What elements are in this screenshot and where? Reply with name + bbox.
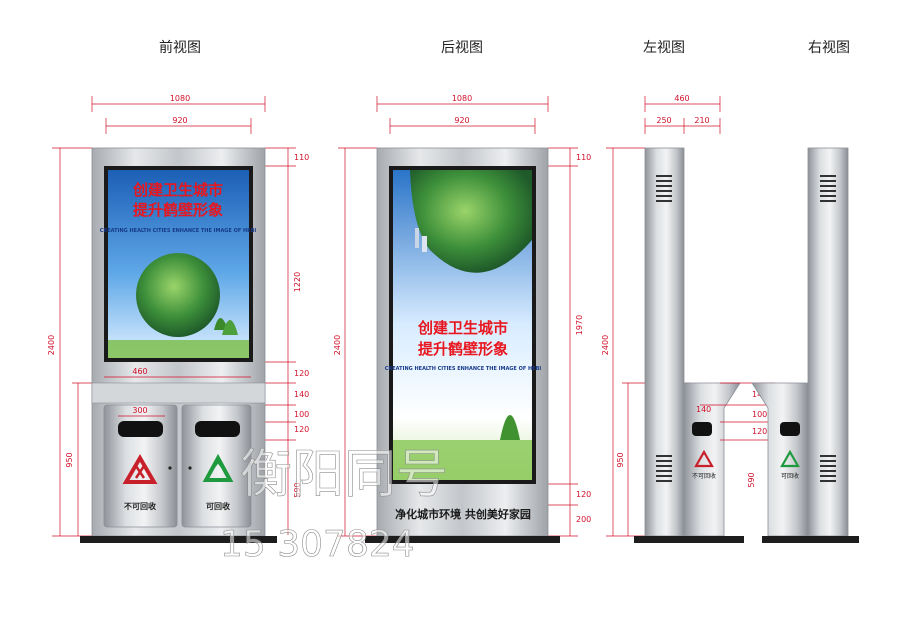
left-non-recyclable-label: 不可回收 bbox=[692, 472, 716, 480]
side-lower: 590 bbox=[747, 472, 756, 487]
front-bin-height: 950 bbox=[65, 452, 74, 467]
front-gap-120b: 120 bbox=[294, 425, 309, 434]
front-poster-headline-1: 创建卫生城市 bbox=[132, 181, 223, 199]
front-poster-globe bbox=[136, 253, 220, 337]
left-view-title: 左视图 bbox=[643, 40, 685, 56]
left-non-recyclable-icon bbox=[694, 449, 714, 468]
side-width-b: 210 bbox=[694, 116, 709, 125]
right-bin-slot bbox=[780, 422, 800, 436]
front-non-recyclable-label: 不可回收 bbox=[124, 501, 156, 511]
left-view: 460 250 210 2400 950 不可回收 bbox=[601, 94, 775, 543]
back-gap-120: 120 bbox=[576, 490, 591, 499]
back-height-total: 2400 bbox=[333, 335, 342, 355]
watermark-number: 15 307824 bbox=[220, 524, 415, 565]
back-slogan: 净化城市环境 共创美好家园 bbox=[395, 507, 531, 521]
front-view-title: 前视图 bbox=[159, 39, 201, 56]
front-slot-right bbox=[195, 421, 240, 437]
back-top-gap: 110 bbox=[576, 153, 591, 162]
side-width-total: 460 bbox=[674, 94, 689, 103]
front-recyclable-label: 可回收 bbox=[206, 501, 230, 511]
back-view-title: 后视图 bbox=[441, 40, 483, 56]
front-view: 1080 920 2400 950 110 1220 120 140 100 1… bbox=[47, 94, 309, 543]
recyclable-icon bbox=[202, 453, 234, 482]
back-base bbox=[365, 536, 560, 543]
side-gap-120: 120 bbox=[752, 427, 767, 436]
front-height-total: 2400 bbox=[47, 335, 56, 355]
back-poster-height: 1970 bbox=[575, 315, 584, 335]
front-top-gap: 110 bbox=[294, 153, 309, 162]
back-poster-subline: CREATING HEALTH CITIES ENHANCE THE IMAGE… bbox=[385, 366, 542, 372]
front-gap-100: 100 bbox=[294, 410, 309, 419]
front-poster-height: 1220 bbox=[293, 272, 302, 292]
back-poster-headline-1: 创建卫生城市 bbox=[417, 319, 508, 337]
left-pillar bbox=[644, 147, 685, 537]
back-width-inner: 920 bbox=[454, 116, 469, 125]
side-gap-140b: 140 bbox=[696, 405, 711, 414]
back-poster-headline-2: 提升鹤壁形象 bbox=[418, 340, 508, 358]
front-poster-headline-2: 提升鹤壁形象 bbox=[133, 201, 223, 219]
back-view: 1080 920 2400 110 1970 120 200 创建卫生城市 提升… bbox=[333, 94, 591, 543]
right-recyclable-label: 可回收 bbox=[781, 472, 799, 480]
side-bin-height: 950 bbox=[616, 452, 625, 467]
left-bin-slot bbox=[692, 422, 712, 436]
back-bottom-200: 200 bbox=[576, 515, 591, 524]
left-base bbox=[634, 536, 744, 543]
right-recyclable-icon bbox=[780, 449, 800, 468]
front-base bbox=[80, 536, 277, 543]
front-gap-140: 140 bbox=[294, 390, 309, 399]
front-slot-left bbox=[118, 421, 163, 437]
right-view-title: 右视图 bbox=[808, 40, 850, 56]
non-recyclable-icon bbox=[122, 454, 158, 484]
side-width-a: 250 bbox=[656, 116, 671, 125]
front-lower: 590 bbox=[293, 482, 302, 497]
front-gap-120: 120 bbox=[294, 369, 309, 378]
right-base bbox=[762, 536, 859, 543]
front-shelf-width: 460 bbox=[132, 367, 147, 376]
watermark-text: 衡阳同号 bbox=[240, 445, 448, 505]
back-poster-globe bbox=[410, 170, 532, 273]
side-gap-100: 100 bbox=[752, 410, 767, 419]
side-height-total: 2400 bbox=[601, 335, 610, 355]
right-pillar bbox=[807, 147, 849, 537]
right-view: 可回收 bbox=[751, 147, 859, 543]
front-slot-width: 300 bbox=[132, 406, 147, 415]
back-width-total: 1080 bbox=[452, 94, 472, 103]
front-width-inner: 920 bbox=[172, 116, 187, 125]
front-poster-subline: CREATING HEALTH CITIES ENHANCE THE IMAGE… bbox=[100, 228, 257, 234]
front-width-total: 1080 bbox=[170, 94, 190, 103]
watermark: 衡阳同号 15 307824 bbox=[220, 445, 449, 566]
